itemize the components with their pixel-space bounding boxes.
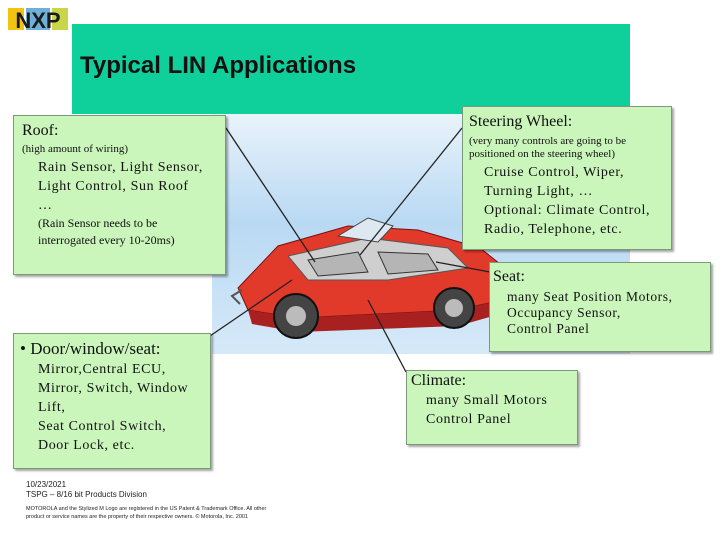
door-line: Mirror, Switch, Window (38, 381, 189, 396)
climate-callout: Climate: many Small Motors Control Panel (406, 370, 578, 445)
roof-list: Rain Sensor, Light Sensor, Light Control… (38, 158, 203, 215)
steering-line: Optional: Climate Control, (484, 203, 651, 218)
steering-list: Cruise Control, Wiper, Turning Light, … … (484, 163, 650, 239)
roof-sub: (Rain Sensor needs to be interrogated ev… (38, 215, 175, 249)
climate-line: Control Panel (426, 412, 512, 427)
seat-callout: Seat: many Seat Position Motors, Occupan… (489, 262, 711, 352)
steering-line: Turning Light, … (484, 184, 594, 199)
roof-sub-line: (Rain Sensor needs to be (38, 216, 158, 230)
steering-note-line: (very many controls are going to be (469, 135, 627, 147)
logo-text: NXP (15, 8, 60, 33)
seat-line: Control Panel (507, 321, 590, 336)
steering-heading: Steering Wheel: (469, 113, 573, 130)
door-heading: • Door/window/seat: (20, 339, 161, 358)
door-line: Mirror,Central ECU, (38, 362, 166, 377)
footer-division: TSPG – 8/16 bit Products Division (26, 490, 147, 499)
roof-callout: Roof: (high amount of wiring) Rain Senso… (13, 115, 226, 275)
seat-line: many Seat Position Motors, (507, 289, 673, 304)
steering-note-line: positioned on the steering wheel) (469, 148, 616, 160)
steering-line: Radio, Telephone, etc. (484, 222, 623, 237)
door-line: Seat Control Switch, (38, 419, 167, 434)
title-band (72, 24, 630, 114)
steering-line: Cruise Control, Wiper, (484, 165, 625, 180)
nxp-logo: NXP (8, 8, 68, 33)
footer-date: 10/23/2021 (26, 480, 67, 489)
door-callout: • Door/window/seat: Mirror,Central ECU, … (13, 333, 211, 469)
seat-heading: Seat: (493, 268, 525, 285)
steering-note: (very many controls are going to be posi… (469, 135, 626, 161)
slide-title: Typical LIN Applications (80, 52, 357, 79)
door-line: Door Lock, etc. (38, 438, 135, 453)
door-line: Lift, (38, 400, 66, 415)
roof-sub-line: interrogated every 10-20ms) (38, 233, 175, 247)
roof-line: Rain Sensor, Light Sensor, (38, 160, 203, 175)
roof-heading: Roof: (22, 122, 59, 139)
door-list: Mirror,Central ECU, Mirror, Switch, Wind… (38, 360, 188, 455)
footer-legal-1: MOTOROLA and the Stylized M Logo are reg… (26, 506, 267, 512)
climate-line: many Small Motors (426, 393, 548, 408)
climate-list: many Small Motors Control Panel (426, 391, 547, 429)
seat-list: many Seat Position Motors, Occupancy Sen… (507, 289, 673, 337)
steering-callout: Steering Wheel: (very many controls are … (462, 106, 672, 250)
roof-note: (high amount of wiring) (22, 143, 129, 155)
roof-line: … (38, 198, 53, 213)
seat-line: Occupancy Sensor, (507, 305, 621, 320)
footer-legal-2: product or service names are the propert… (26, 514, 249, 520)
roof-line: Light Control, Sun Roof (38, 179, 189, 194)
climate-heading: Climate: (411, 372, 467, 389)
